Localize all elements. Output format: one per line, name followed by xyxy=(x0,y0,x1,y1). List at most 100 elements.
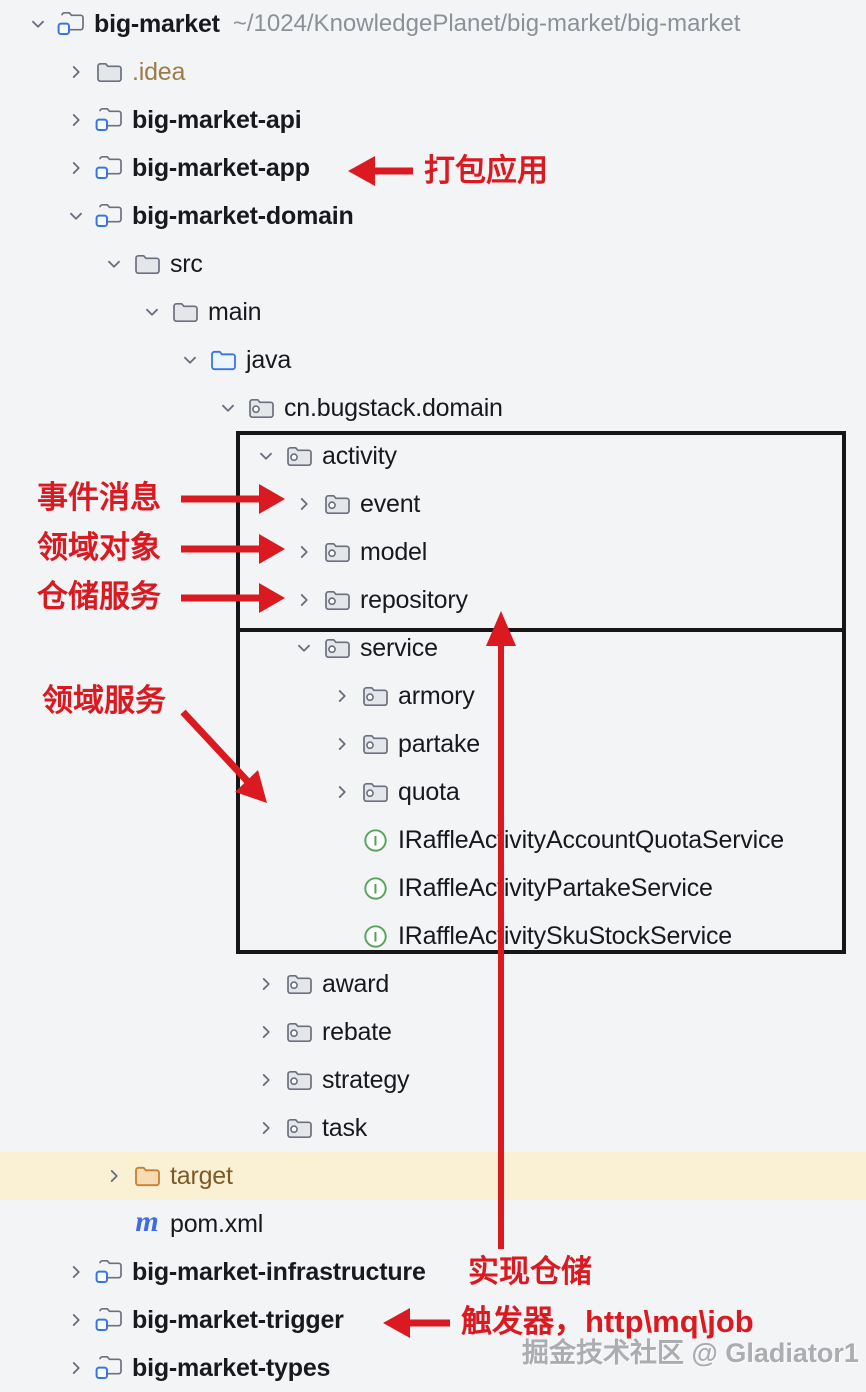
tree-row[interactable]: m pom.xml xyxy=(0,1200,866,1248)
chevron-slot[interactable] xyxy=(292,540,316,564)
tree-item-label: big-market xyxy=(94,9,220,38)
tree-row[interactable]: activity xyxy=(0,432,866,480)
chevron-right-icon[interactable] xyxy=(255,1021,277,1043)
chevron-slot[interactable] xyxy=(330,684,354,708)
tree-row[interactable]: repository xyxy=(0,576,866,624)
tree-item-label: main xyxy=(208,297,262,326)
tree-item-label: big-market-domain xyxy=(132,201,354,230)
tree-row[interactable]: rebate xyxy=(0,1008,866,1056)
tree-row[interactable]: task xyxy=(0,1104,866,1152)
chevron-slot[interactable] xyxy=(64,60,88,84)
interface-icon: I xyxy=(363,876,387,900)
chevron-right-icon[interactable] xyxy=(255,973,277,995)
chevron-down-icon[interactable] xyxy=(293,637,315,659)
chevron-slot[interactable] xyxy=(102,252,126,276)
tree-item-label: activity xyxy=(322,441,397,470)
chevron-down-icon[interactable] xyxy=(65,205,87,227)
chevron-down-icon[interactable] xyxy=(103,253,125,275)
chevron-down-icon[interactable] xyxy=(27,13,49,35)
tree-row[interactable]: big-market-infrastructure xyxy=(0,1248,866,1296)
chevron-slot[interactable] xyxy=(26,12,50,36)
package-icon xyxy=(362,734,388,754)
tree-item-label: java xyxy=(246,345,292,374)
tree-row[interactable]: big-market-trigger xyxy=(0,1296,866,1344)
chevron-spacer xyxy=(330,924,354,948)
tree-row[interactable]: big-market-api xyxy=(0,96,866,144)
tree-row[interactable]: big-market~/1024/KnowledgePlanet/big-mar… xyxy=(0,0,866,48)
tree-row[interactable]: partake xyxy=(0,720,866,768)
chevron-right-icon[interactable] xyxy=(293,493,315,515)
chevron-slot[interactable] xyxy=(216,396,240,420)
tree-row[interactable]: I IRaffleActivityAccountQuotaService xyxy=(0,816,866,864)
package-icon xyxy=(248,398,274,418)
chevron-right-icon[interactable] xyxy=(103,1165,125,1187)
module-icon xyxy=(95,1307,122,1331)
tree-row[interactable]: I IRaffleActivityPartakeService xyxy=(0,864,866,912)
tree-row[interactable]: main xyxy=(0,288,866,336)
chevron-right-icon[interactable] xyxy=(255,1117,277,1139)
tree-item-label: src xyxy=(170,249,203,278)
tree-row[interactable]: armory xyxy=(0,672,866,720)
chevron-slot[interactable] xyxy=(254,1020,278,1044)
package-icon xyxy=(362,782,388,802)
chevron-right-icon[interactable] xyxy=(331,685,353,707)
chevron-spacer xyxy=(330,876,354,900)
tree-row[interactable]: big-market-domain xyxy=(0,192,866,240)
package-icon xyxy=(324,638,350,658)
chevron-slot[interactable] xyxy=(64,204,88,228)
tree-row[interactable]: src xyxy=(0,240,866,288)
chevron-right-icon[interactable] xyxy=(65,1309,87,1331)
chevron-slot[interactable] xyxy=(64,156,88,180)
annotation-infrastructure: 实现仓储 xyxy=(468,1254,592,1289)
tree-row[interactable]: big-market-types xyxy=(0,1344,866,1392)
chevron-right-icon[interactable] xyxy=(65,61,87,83)
tree-item-label: big-market-trigger xyxy=(132,1305,344,1334)
chevron-down-icon[interactable] xyxy=(217,397,239,419)
chevron-right-icon[interactable] xyxy=(65,109,87,131)
chevron-right-icon[interactable] xyxy=(65,157,87,179)
chevron-right-icon[interactable] xyxy=(331,781,353,803)
tree-row[interactable]: big-market-app xyxy=(0,144,866,192)
chevron-right-icon[interactable] xyxy=(331,733,353,755)
tree-row[interactable]: model xyxy=(0,528,866,576)
chevron-right-icon[interactable] xyxy=(65,1261,87,1283)
chevron-right-icon[interactable] xyxy=(255,1069,277,1091)
tree-row[interactable]: event xyxy=(0,480,866,528)
watermark: 掘金技术社区 @ Gladiator1 xyxy=(522,1338,859,1368)
tree-row[interactable]: target xyxy=(0,1152,866,1200)
tree-row[interactable]: cn.bugstack.domain xyxy=(0,384,866,432)
tree-row[interactable]: service xyxy=(0,624,866,672)
chevron-right-icon[interactable] xyxy=(293,541,315,563)
chevron-right-icon[interactable] xyxy=(293,589,315,611)
chevron-slot[interactable] xyxy=(64,1260,88,1284)
chevron-down-icon[interactable] xyxy=(255,445,277,467)
chevron-slot[interactable] xyxy=(292,636,316,660)
chevron-slot[interactable] xyxy=(330,732,354,756)
chevron-slot[interactable] xyxy=(178,348,202,372)
tree-item-label: task xyxy=(322,1113,368,1142)
chevron-slot[interactable] xyxy=(254,1116,278,1140)
chevron-slot[interactable] xyxy=(102,1164,126,1188)
chevron-slot[interactable] xyxy=(64,1356,88,1380)
chevron-slot[interactable] xyxy=(254,444,278,468)
tree-row[interactable]: quota xyxy=(0,768,866,816)
tree-row[interactable]: award xyxy=(0,960,866,1008)
tree-row[interactable]: .idea xyxy=(0,48,866,96)
chevron-slot[interactable] xyxy=(64,108,88,132)
tree-row[interactable]: java xyxy=(0,336,866,384)
chevron-slot[interactable] xyxy=(64,1308,88,1332)
chevron-slot[interactable] xyxy=(292,588,316,612)
chevron-slot[interactable] xyxy=(254,1068,278,1092)
chevron-down-icon[interactable] xyxy=(141,301,163,323)
maven-icon: m xyxy=(135,1205,159,1238)
tree-item-label: service xyxy=(360,633,438,662)
tree-row[interactable]: strategy xyxy=(0,1056,866,1104)
chevron-slot[interactable] xyxy=(254,972,278,996)
chevron-slot[interactable] xyxy=(292,492,316,516)
chevron-slot[interactable] xyxy=(140,300,164,324)
svg-text:I: I xyxy=(373,832,377,848)
chevron-right-icon[interactable] xyxy=(65,1357,87,1379)
chevron-slot[interactable] xyxy=(330,780,354,804)
chevron-down-icon[interactable] xyxy=(179,349,201,371)
tree-row[interactable]: I IRaffleActivitySkuStockService xyxy=(0,912,866,960)
